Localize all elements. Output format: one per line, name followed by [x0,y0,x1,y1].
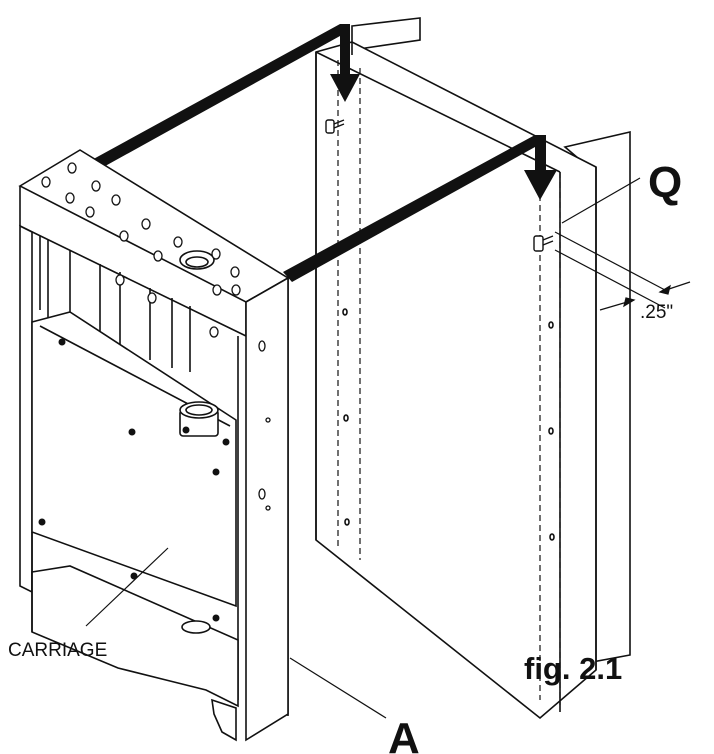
mounting-arrow-rear [88,24,360,170]
screw-right [533,235,554,252]
figure-label: fig. 2.1 [524,651,622,686]
dimension-label: .25" [640,302,673,323]
wall-panel [315,17,631,720]
callout-a-leader [289,657,387,719]
callout-carriage-leader [85,547,169,627]
carriage-mount-plate [31,311,237,608]
mounting-arrow-front [283,135,557,282]
wall-stud-top [351,17,421,51]
carriage-bolts [38,338,230,622]
callout-q: Q [648,158,682,207]
wall-board-face [315,41,597,720]
carriage-assembly [18,149,290,742]
carriage-holes [41,162,271,511]
carriage-left-upright [19,224,33,594]
callout-q-leader [561,177,641,224]
carriage-bottom-tray [31,565,239,708]
screw-left [325,119,345,134]
dimension-marker [554,231,691,311]
carriage-label: CARRIAGE [8,640,107,661]
carriage-top-plate [18,149,290,303]
callout-a: A [388,714,420,754]
